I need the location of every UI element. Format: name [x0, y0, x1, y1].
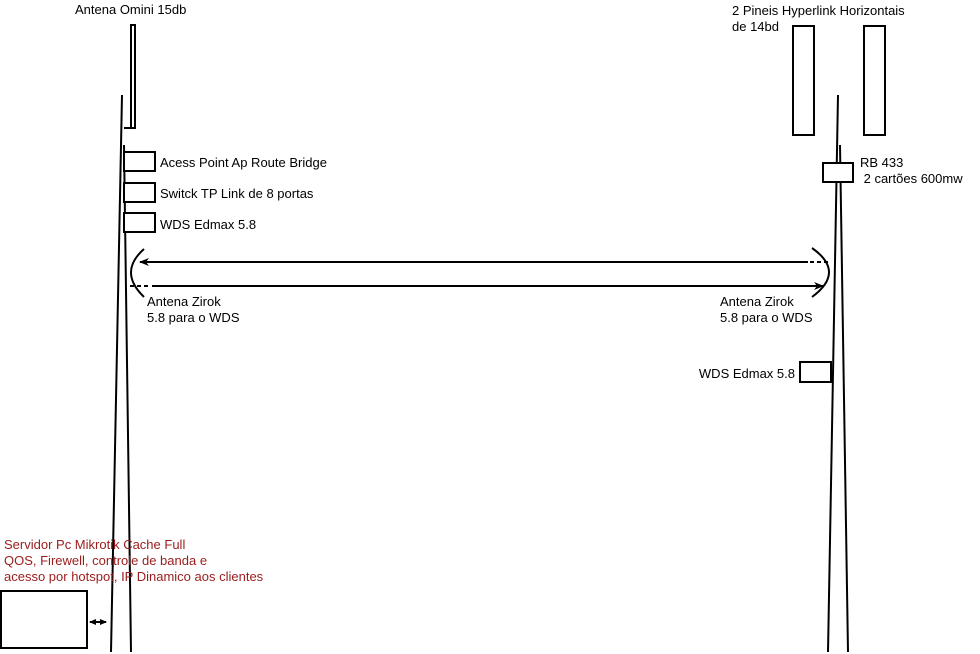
server-box: [0, 590, 88, 649]
left-zirok-label-2: 5.8 para o WDS: [147, 310, 240, 325]
omni-antenna: [124, 24, 136, 129]
rb433-box: [822, 162, 854, 183]
right-tower: [827, 94, 849, 653]
right-wds-label: WDS Edmax 5.8: [699, 366, 795, 381]
panels-label-2: de 14bd: [732, 19, 779, 34]
rb433-label-1: RB 433: [860, 155, 903, 170]
access-point-box: [123, 151, 156, 172]
panels-label-1: 2 Pineis Hyperlink Horizontais: [732, 3, 905, 18]
access-point-label: Acess Point Ap Route Bridge: [160, 155, 327, 170]
left-wds-box: [123, 212, 156, 233]
switch-box: [123, 182, 156, 203]
left-wds-label: WDS Edmax 5.8: [160, 217, 256, 232]
panel-antenna-1: [792, 25, 815, 136]
left-zirok-label-1: Antena Zirok: [147, 294, 221, 309]
switch-label: Switck TP Link de 8 portas: [160, 186, 314, 201]
rb433-label-2: 2 cartões 600mw: [860, 171, 963, 186]
omni-antenna-label: Antena Omini 15db: [75, 2, 186, 17]
right-zirok-label-1: Antena Zirok: [720, 294, 794, 309]
server-text-3: acesso por hotspot, IP Dinamico aos clie…: [4, 569, 264, 584]
right-wds-box: [799, 361, 832, 383]
right-zirok-dish: [811, 247, 830, 298]
server-text-1: Servidor Pc Mikrotik Cache Full: [4, 537, 185, 552]
right-zirok-label-2: 5.8 para o WDS: [720, 310, 813, 325]
panel-antenna-2: [863, 25, 886, 136]
left-zirok-dish: [130, 248, 145, 298]
server-text-2: QOS, Firewell, controle de banda e: [4, 553, 207, 568]
